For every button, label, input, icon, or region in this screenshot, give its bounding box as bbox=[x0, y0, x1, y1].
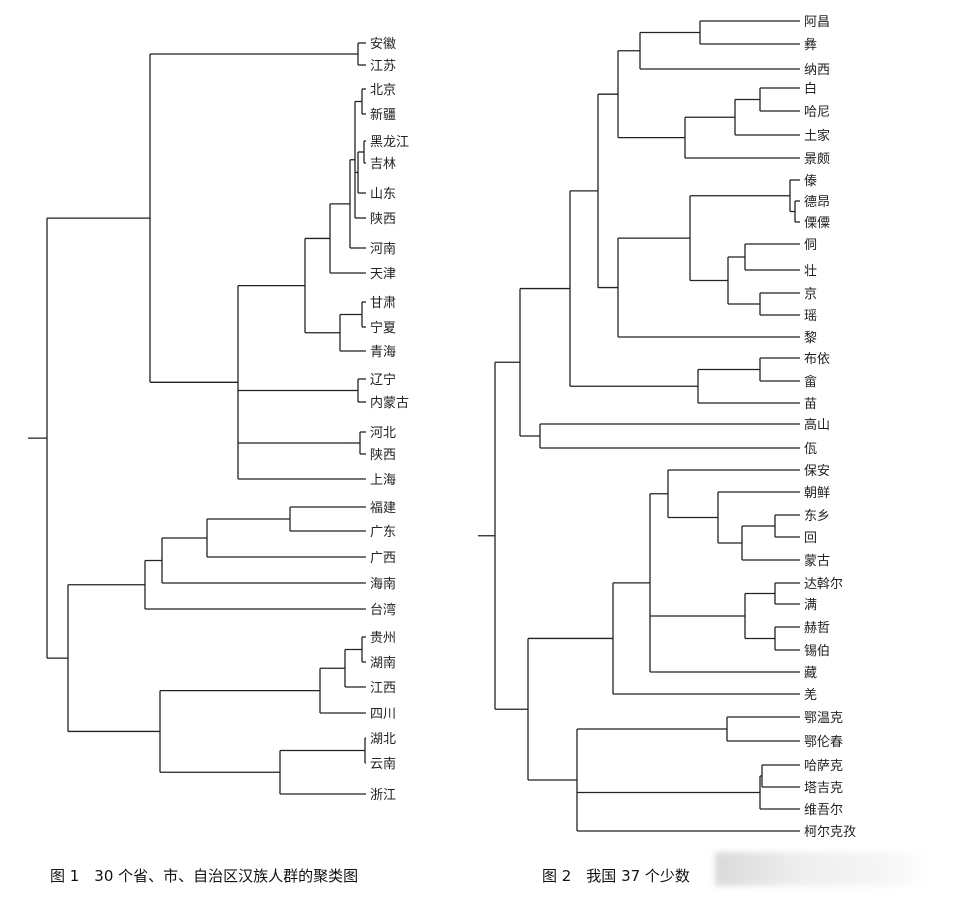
minority-leaf-27: 赫哲 bbox=[804, 621, 830, 636]
minority-leaf-33: 哈萨克 bbox=[804, 759, 843, 774]
minority-leaf-34: 塔吉克 bbox=[804, 781, 843, 796]
minority-leaf-2: 纳西 bbox=[804, 63, 830, 78]
province-leaf-27: 湖北 bbox=[370, 732, 396, 747]
province-leaf-26: 四川 bbox=[370, 707, 396, 722]
province-leaf-18: 福建 bbox=[370, 501, 396, 516]
minority-leaf-4: 哈尼 bbox=[804, 105, 830, 120]
minority-leaf-36: 柯尔克孜 bbox=[804, 825, 856, 840]
province-leaf-0: 安徽 bbox=[370, 37, 396, 52]
province-leaf-13: 辽宁 bbox=[370, 372, 396, 388]
minority-leaf-25: 达斡尔 bbox=[804, 576, 843, 592]
province-leaf-20: 广西 bbox=[370, 551, 396, 566]
minority-leaf-14: 黎 bbox=[804, 331, 817, 346]
minority-leaf-6: 景颇 bbox=[804, 151, 830, 167]
minorities-leaf-labels: 阿昌彝纳西白哈尼土家景颇傣德昂傈僳侗壮京瑶黎布依畲苗高山佤保安朝鲜东乡回蒙古达斡… bbox=[804, 15, 856, 840]
province-leaf-24: 湖南 bbox=[370, 655, 396, 671]
minority-leaf-29: 藏 bbox=[804, 666, 817, 681]
province-leaf-19: 广东 bbox=[370, 525, 396, 540]
province-leaf-11: 宁夏 bbox=[370, 320, 396, 336]
province-leaf-10: 甘肃 bbox=[370, 296, 396, 311]
minority-leaf-13: 瑶 bbox=[804, 309, 817, 324]
province-leaf-14: 内蒙古 bbox=[370, 395, 409, 411]
minority-leaf-16: 畲 bbox=[804, 374, 817, 390]
province-leaf-28: 云南 bbox=[370, 756, 396, 772]
province-leaf-21: 海南 bbox=[370, 576, 396, 592]
province-leaf-3: 新疆 bbox=[370, 107, 396, 123]
minority-leaf-26: 满 bbox=[804, 598, 817, 613]
province-leaf-1: 江苏 bbox=[370, 58, 396, 74]
provinces-leaf-labels: 安徽江苏北京新疆黑龙江吉林山东陕西河南天津甘肃宁夏青海辽宁内蒙古河北陕西上海福建… bbox=[370, 37, 409, 803]
figure1-caption: 图 1 30 个省、市、自治区汉族人群的聚类图 bbox=[50, 867, 358, 885]
province-leaf-25: 江西 bbox=[370, 681, 396, 696]
minority-leaf-10: 侗 bbox=[804, 238, 817, 253]
province-leaf-4: 黑龙江 bbox=[370, 135, 409, 150]
province-leaf-2: 北京 bbox=[370, 83, 396, 98]
figure2-caption: 图 2 我国 37 个少数 bbox=[542, 867, 690, 885]
province-leaf-8: 河南 bbox=[370, 241, 396, 257]
watermark-blur bbox=[715, 852, 930, 886]
dendrogram-minorities bbox=[478, 20, 800, 832]
minority-leaf-0: 阿昌 bbox=[804, 15, 830, 30]
minority-leaf-30: 羌 bbox=[804, 688, 817, 703]
minority-leaf-7: 傣 bbox=[804, 174, 817, 189]
province-leaf-5: 吉林 bbox=[370, 157, 396, 172]
minority-leaf-9: 傈僳 bbox=[804, 216, 830, 231]
minority-leaf-15: 布依 bbox=[804, 352, 830, 367]
minority-leaf-1: 彝 bbox=[804, 37, 817, 53]
minority-leaf-19: 佤 bbox=[804, 442, 817, 457]
minority-leaf-20: 保安 bbox=[804, 464, 830, 479]
minority-leaf-18: 高山 bbox=[804, 417, 830, 433]
minority-leaf-12: 京 bbox=[804, 287, 817, 302]
province-leaf-22: 台湾 bbox=[370, 602, 396, 618]
dendrogram-provinces bbox=[28, 42, 366, 795]
province-leaf-16: 陕西 bbox=[370, 448, 396, 463]
province-leaf-7: 陕西 bbox=[370, 212, 396, 227]
minority-leaf-21: 朝鲜 bbox=[804, 486, 830, 501]
minority-leaf-28: 锡伯 bbox=[804, 644, 830, 659]
minority-leaf-3: 白 bbox=[804, 81, 817, 97]
minority-leaf-23: 回 bbox=[804, 531, 817, 546]
province-leaf-12: 青海 bbox=[370, 345, 396, 360]
minority-leaf-31: 鄂温克 bbox=[804, 711, 843, 726]
minority-leaf-24: 蒙古 bbox=[804, 554, 830, 569]
province-leaf-17: 上海 bbox=[370, 473, 396, 488]
province-leaf-9: 天津 bbox=[370, 267, 396, 282]
minority-leaf-17: 苗 bbox=[804, 397, 817, 412]
minority-leaf-11: 壮 bbox=[804, 264, 817, 279]
minority-leaf-22: 东乡 bbox=[804, 509, 830, 524]
minority-leaf-32: 鄂伦春 bbox=[804, 735, 843, 750]
province-leaf-15: 河北 bbox=[370, 426, 396, 441]
minority-leaf-8: 德昂 bbox=[804, 195, 830, 210]
minority-leaf-5: 土家 bbox=[804, 128, 830, 144]
province-leaf-29: 浙江 bbox=[370, 788, 396, 803]
province-leaf-23: 贵州 bbox=[370, 631, 396, 646]
minority-leaf-35: 维吾尔 bbox=[804, 803, 843, 818]
province-leaf-6: 山东 bbox=[370, 187, 396, 202]
